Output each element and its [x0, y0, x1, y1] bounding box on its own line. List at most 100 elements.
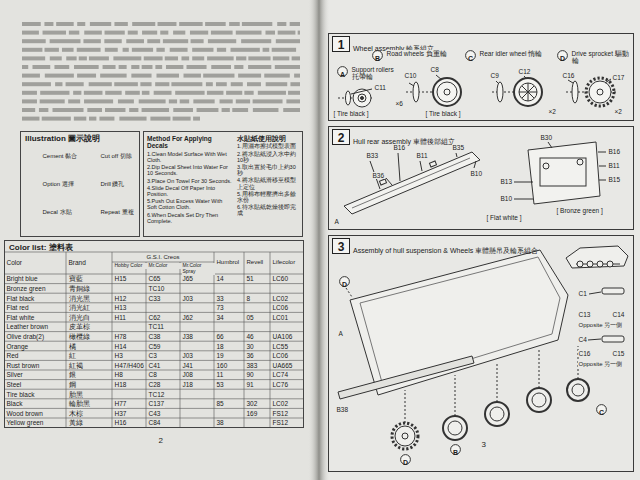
- paragraph-texture-part: [89, 117, 96, 121]
- paragraph-texture-part: [258, 91, 286, 95]
- part-number: B11: [608, 162, 620, 169]
- table-cell: J18: [182, 381, 193, 388]
- table-cell: FS12: [272, 410, 289, 417]
- table-cell: LC76: [272, 381, 289, 388]
- hull-suspension-drawing-part: [350, 250, 568, 395]
- table-grid-part: [112, 252, 113, 428]
- part-group-circle: B: [450, 444, 461, 455]
- paragraph-texture-part: [126, 39, 144, 43]
- instruction-step: 5.Push Out Excess Water With Soft Cotton…: [147, 198, 233, 210]
- instruction-step: 1.用濕布擦拭模型表面: [237, 143, 300, 149]
- instruction-step: 2.Dip Decal Sheet Into Water For 10 Seco…: [147, 164, 233, 176]
- paragraph-texture-part: [226, 91, 242, 95]
- hull-suspension-drawing-part: [567, 379, 589, 401]
- wheel-parts-drawing-part: [358, 94, 366, 102]
- paragraph-texture-part: [77, 22, 85, 26]
- wheel-parts-drawing-part: [346, 91, 351, 105]
- paragraph-texture-part: [50, 56, 62, 60]
- paragraph-texture-part: [119, 117, 146, 121]
- paragraph-texture-part: [22, 74, 40, 78]
- table-cell: LC06: [272, 352, 289, 359]
- table-cell: J03: [182, 295, 193, 302]
- table-grid: [4, 252, 304, 428]
- wheel-parts-drawing-part: [437, 82, 457, 102]
- paragraph-texture-part: [113, 56, 141, 60]
- part-number: B15: [608, 176, 621, 183]
- paragraph-texture-part: [90, 22, 111, 26]
- paragraph-texture-part: [43, 31, 66, 35]
- paragraph-texture-part: [44, 48, 58, 52]
- table-cell: J65: [182, 275, 193, 282]
- paragraph-texture-part: [170, 48, 188, 52]
- paragraph-texture-part: [132, 22, 155, 26]
- table-cell: 05: [246, 314, 254, 321]
- paragraph-texture-part: [129, 108, 138, 112]
- decal-instructions-box: Method For Applying Decals1.Clean Model …: [143, 131, 303, 237]
- table-cell: 160: [216, 362, 228, 369]
- symbol-caption: Option 選擇: [42, 181, 81, 188]
- pages-part: [320, 0, 640, 480]
- hull-suspension-drawing-part: [338, 356, 474, 399]
- group-caption: Road wheels 負重輪: [386, 50, 447, 57]
- hull-suspension-drawing-part: [402, 433, 408, 439]
- paragraph-texture-part: [84, 99, 113, 103]
- table-grid-part: [244, 252, 245, 428]
- table-cell: H16: [114, 419, 127, 426]
- paragraph-texture-part: [22, 56, 45, 60]
- table-cell: 青銅綠: [68, 285, 90, 292]
- paragraph-texture-part: [169, 99, 177, 103]
- part-number: A: [338, 330, 343, 337]
- paragraph-texture-part: [22, 31, 39, 35]
- table-cell: C33: [148, 295, 161, 302]
- paragraph-texture-part: [283, 108, 300, 112]
- table-cell: 紅褐: [68, 362, 83, 369]
- table-cell: Wood brown: [6, 410, 43, 417]
- table-cell: UA665: [272, 362, 293, 369]
- part-group-circle: D: [400, 454, 411, 465]
- table-cell: 胎黑: [68, 391, 83, 398]
- table-cell: H3: [114, 352, 123, 359]
- table-grid-part: [66, 252, 67, 428]
- paragraph-texture-part: [118, 99, 134, 103]
- paragraph-texture-part: [22, 117, 39, 121]
- paragraph-texture-part: [157, 74, 180, 78]
- part-number: B11: [416, 152, 428, 159]
- paragraph-texture-part: [277, 22, 286, 26]
- paragraph-texture-part: [79, 56, 87, 60]
- paragraph-texture-part: [231, 82, 243, 86]
- wheel-parts-drawing-part: [444, 89, 450, 95]
- table-cell: LC02: [272, 400, 289, 407]
- paragraph-texture-part: [132, 48, 153, 52]
- wheel-parts-drawing-part: [586, 78, 614, 106]
- paragraph-texture-part: [180, 99, 189, 103]
- part-number: B30: [540, 134, 553, 141]
- table-cell: 11: [216, 371, 224, 378]
- table-cell: 169: [246, 410, 258, 417]
- table-cell: 消光黑: [68, 295, 90, 302]
- table-cell: 鋼: [68, 381, 76, 388]
- paragraph-texture-part: [84, 31, 102, 35]
- column-header: Revell: [246, 259, 264, 266]
- hull-rear-drawing-part: [528, 142, 600, 204]
- table-cell: LC02: [272, 295, 289, 302]
- part-number: C9: [490, 72, 499, 79]
- paragraph-texture-part: [56, 22, 74, 26]
- table-cell: Bronze green: [6, 285, 46, 292]
- part-number: C17: [612, 74, 625, 81]
- part-number: C10: [404, 72, 417, 79]
- table-cell: 36: [246, 352, 254, 359]
- paragraph-texture-part: [211, 65, 231, 69]
- part-number: C13: [578, 311, 591, 318]
- paragraph-texture-part: [160, 31, 168, 35]
- paragraph-texture-part: [197, 108, 219, 112]
- part-group-circle: D: [339, 276, 350, 287]
- instruction-heading: 水貼紙使用說明: [237, 135, 300, 142]
- paragraph-texture-part: [69, 31, 79, 35]
- table-cell: H78: [114, 333, 127, 340]
- column-header: Lifecolor: [272, 259, 296, 266]
- paragraph-texture-part: [39, 108, 48, 112]
- table-cell: 消光白: [68, 314, 90, 321]
- paragraph-texture-part: [222, 108, 230, 112]
- paragraph-texture-part: [156, 48, 164, 52]
- quantity-mark: ×2: [614, 108, 622, 115]
